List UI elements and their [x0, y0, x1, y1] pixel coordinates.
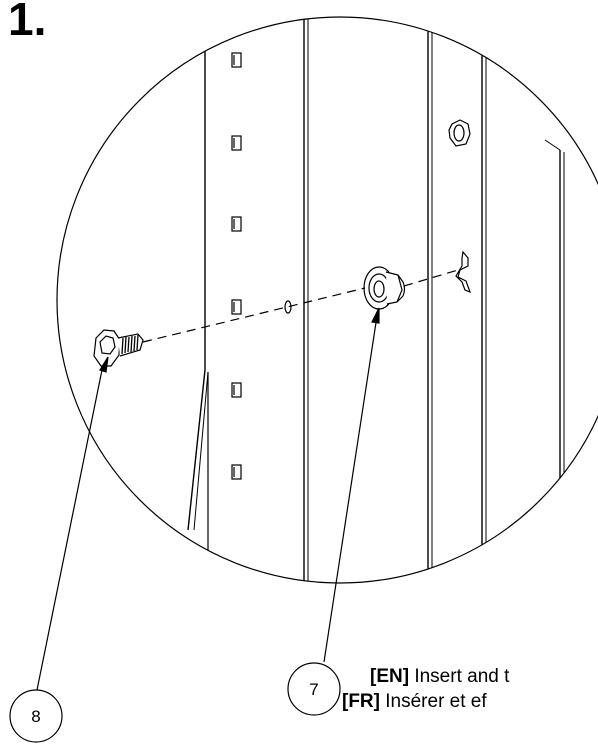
callout-7: 7: [287, 662, 341, 716]
callout-label-7: 7: [309, 680, 318, 699]
assembly-axis: [142, 269, 459, 343]
caption-fr-text: Insérer et ef: [379, 691, 487, 712]
caption-en: [EN] Insert and t: [342, 664, 598, 689]
caption-fr: [FR] Insérer et ef: [342, 689, 598, 714]
step-number: 1.: [8, 0, 47, 45]
upright-post: [187, 17, 309, 583]
instruction-caption: [EN] Insert and t [FR] Insérer et ef: [342, 664, 598, 714]
hex-nut: [448, 119, 471, 147]
post-hole: [284, 300, 292, 314]
post-slots: [231, 52, 242, 480]
callout-label-8: 8: [31, 707, 40, 726]
leader-lines: [36, 307, 380, 691]
callout-8: 8: [9, 689, 63, 743]
flange-nut: [363, 266, 406, 310]
caption-en-text: Insert and t: [409, 666, 510, 687]
caption-en-tag: [EN]: [370, 666, 410, 687]
caption-fr-tag: [FR]: [342, 691, 380, 712]
carriage-bolt: [93, 329, 144, 367]
detail-circle: [56, 16, 598, 584]
wing-clip: [455, 250, 472, 294]
rack-assembly: [93, 17, 565, 583]
